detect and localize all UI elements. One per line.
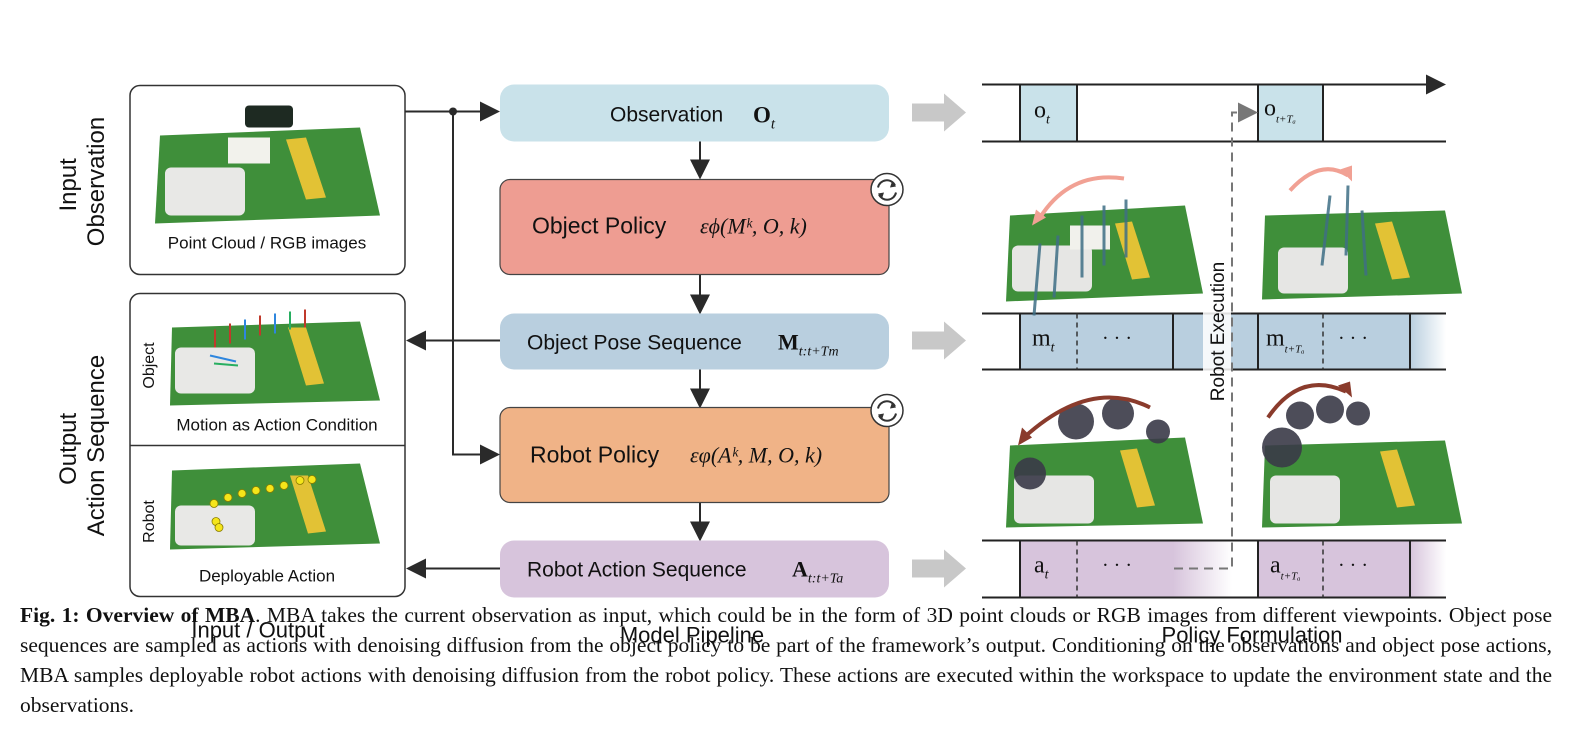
observation-math: Ot [753, 103, 776, 133]
obs-t-label: ot [1034, 98, 1051, 128]
observation-timeline: ot ot+Tₐ [982, 74, 1446, 143]
left-panel-title: Input / Output [191, 618, 324, 643]
object-pose-label: Object Pose Sequence [527, 332, 742, 355]
m-next-label: mt+Tₐ [1266, 326, 1305, 356]
a-next-label: at+Tₐ [1270, 553, 1300, 583]
robot-side-label: Robot [141, 500, 158, 543]
m-ellipsis: · · · [1102, 328, 1132, 350]
refresh-icon [870, 172, 904, 207]
a-next-ellipsis: · · · [1338, 555, 1368, 577]
object-side-label: Object [141, 342, 158, 389]
observation-label: Observation [610, 104, 723, 127]
robot-execution-path: Robot Execution [1174, 102, 1258, 570]
input-observation-label: Input Observation [55, 117, 110, 246]
robot-motion-scene-1 [1006, 395, 1203, 528]
input-caption: Point Cloud / RGB images [168, 234, 366, 253]
robot-action-thumbnail [170, 463, 380, 550]
object-pose-math: Mt:t+Tm [778, 330, 839, 360]
left-panel: Input Observation Output Action Sequence… [55, 84, 406, 643]
a-t-label: at [1034, 553, 1050, 583]
caption-text: . MBA takes the current observation as i… [20, 603, 1552, 717]
caption-prefix: Fig. 1: Overview of MBA [20, 603, 256, 627]
gray-arrows [912, 93, 966, 588]
policy-formulation: ot ot+Tₐ mt · · · mt+Tₐ · · · [982, 74, 1462, 648]
formulation-title: Policy Formulation [1162, 623, 1343, 648]
object-policy-math: εϕ(Mᵏ, O, k) [700, 214, 807, 239]
robot-caption: Deployable Action [199, 567, 335, 586]
robot-policy-box [499, 406, 890, 504]
observation-box [500, 84, 889, 142]
robot-motion-scene-2 [1262, 381, 1462, 528]
connectors [405, 101, 710, 579]
object-motion-thumbnail [170, 309, 380, 406]
m-t-label: mt [1032, 326, 1056, 356]
a-ellipsis: · · · [1102, 555, 1132, 577]
robot-action-timeline: at · · · at+Tₐ · · · [982, 539, 1446, 599]
object-policy-label: Object Policy [532, 213, 667, 239]
robot-action-box [500, 540, 889, 598]
obs-next-label: ot+Tₐ [1264, 96, 1296, 126]
output-action-label: Output Action Sequence [55, 355, 110, 536]
pipeline-title: Model Pipeline [620, 623, 764, 648]
m-next-ellipsis: · · · [1338, 328, 1368, 350]
robot-execution-label: Robot Execution [1208, 262, 1229, 401]
robot-action-label: Robot Action Sequence [527, 559, 747, 582]
object-motion-scene-2 [1262, 165, 1462, 300]
object-policy-box [499, 178, 890, 276]
robot-policy-label: Robot Policy [530, 442, 660, 468]
object-caption: Motion as Action Condition [176, 416, 377, 435]
object-pose-box [500, 313, 889, 370]
figure-caption: Fig. 1: Overview of MBA. MBA takes the c… [20, 600, 1552, 720]
robot-action-math: At:t+Ta [792, 557, 843, 587]
point-cloud-thumbnail [155, 105, 380, 224]
object-motion-scene-1 [1006, 175, 1203, 316]
refresh-icon [870, 393, 904, 428]
model-pipeline: Observation Ot Object Policy εϕ(Mᵏ, O, k… [499, 84, 904, 648]
robot-policy-math: εφ(Aᵏ, M, O, k) [690, 443, 822, 468]
